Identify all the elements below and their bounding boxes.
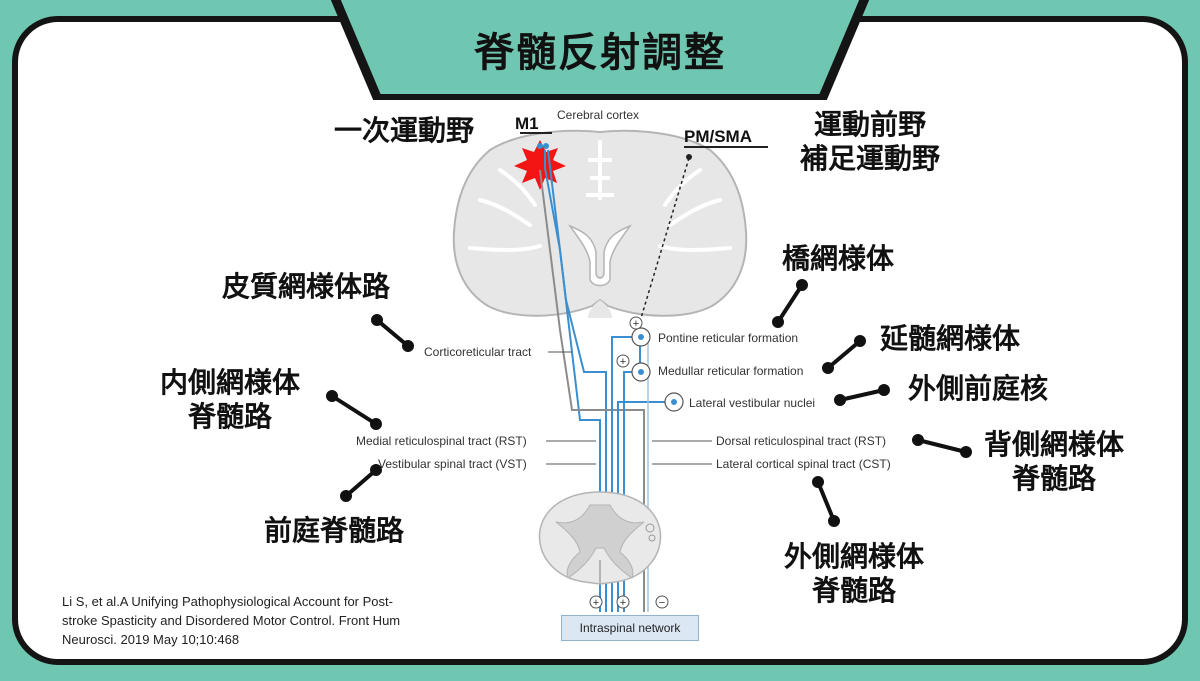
callout-medial-rst-line1: 内側網様体 xyxy=(160,366,301,399)
nucleus-pontine xyxy=(631,327,651,347)
callout-leaders xyxy=(326,279,972,527)
label-dorsal-rst-en: Dorsal reticulospinal tract (RST) xyxy=(716,434,887,448)
callout-lat-rst: 外側網様体 脊髄路 xyxy=(784,540,924,608)
callout-vst: 前庭脊髄路 xyxy=(264,514,405,547)
svg-text:+: + xyxy=(620,597,626,609)
callout-dorsal-rst-line1: 背側網様体 xyxy=(984,428,1125,461)
label-vst-en: Vestibular spinal tract (VST) xyxy=(378,457,527,471)
citation-line3: Neurosci. 2019 May 10;10:468 xyxy=(62,632,240,647)
svg-text:+: + xyxy=(620,356,626,368)
callout-corticoreticular: 皮質網様体路 xyxy=(222,270,391,303)
label-corticoreticular-en: Corticoreticular tract xyxy=(424,345,532,359)
svg-text:+: + xyxy=(593,597,599,609)
callout-premotor-line1: 運動前野 xyxy=(814,108,927,141)
brain-section xyxy=(452,129,748,318)
label-medial-rst-en: Medial reticulospinal tract (RST) xyxy=(356,434,527,448)
citation-line2: stroke Spasticity and Disordered Motor C… xyxy=(62,613,401,628)
callout-lat-rst-line1: 外側網様体 xyxy=(784,540,925,573)
citation-line1: Li S, et al.A Unifying Pathophysiologica… xyxy=(62,594,393,609)
callout-dorsal-rst: 背側網様体 脊髄路 xyxy=(984,428,1124,496)
callout-premotor-line2: 補足運動野 xyxy=(800,142,941,175)
nucleus-medullary xyxy=(631,362,651,382)
lesion-star-icon xyxy=(514,140,566,190)
label-pm-sma: PM/SMA xyxy=(684,127,752,146)
svg-text:−: − xyxy=(659,597,665,609)
label-lat-cst-en: Lateral cortical spinal tract (CST) xyxy=(716,457,891,471)
spinal-cord-section xyxy=(538,491,662,585)
callout-medial-rst: 内側網様体 脊髄路 xyxy=(160,366,300,434)
slide-title: 脊髄反射調整 xyxy=(474,30,726,76)
corticospinal-tract xyxy=(544,149,607,612)
callout-dorsal-rst-line2: 脊髄路 xyxy=(1012,462,1097,495)
callout-lat-rst-line2: 脊髄路 xyxy=(812,574,897,607)
callout-m1: 一次運動野 xyxy=(334,114,475,147)
title-tab: 脊髄反射調整 xyxy=(340,0,860,94)
intraspinal-network-box: Intraspinal network xyxy=(561,615,699,641)
nucleus-lateral-vestibular xyxy=(664,392,684,412)
callout-medial-rst-line2: 脊髄路 xyxy=(188,400,273,433)
label-cerebral-cortex: Cerebral cortex xyxy=(557,108,640,122)
label-pontine-en: Pontine reticular formation xyxy=(658,331,799,345)
label-medullary-en: Medullar reticular formation xyxy=(658,364,804,378)
callout-medullary: 延髄網様体 xyxy=(880,322,1021,355)
svg-text:+: + xyxy=(633,318,639,330)
label-m1: M1 xyxy=(515,114,539,133)
callout-premotor: 運動前野 補足運動野 xyxy=(800,108,940,176)
callout-pontine: 橋網様体 xyxy=(782,242,895,275)
callout-lat-vest: 外側前庭核 xyxy=(908,372,1049,405)
citation: Li S, et al.A Unifying Pathophysiologica… xyxy=(62,592,482,649)
label-lat-vest-en: Lateral vestibular nuclei xyxy=(689,396,816,410)
